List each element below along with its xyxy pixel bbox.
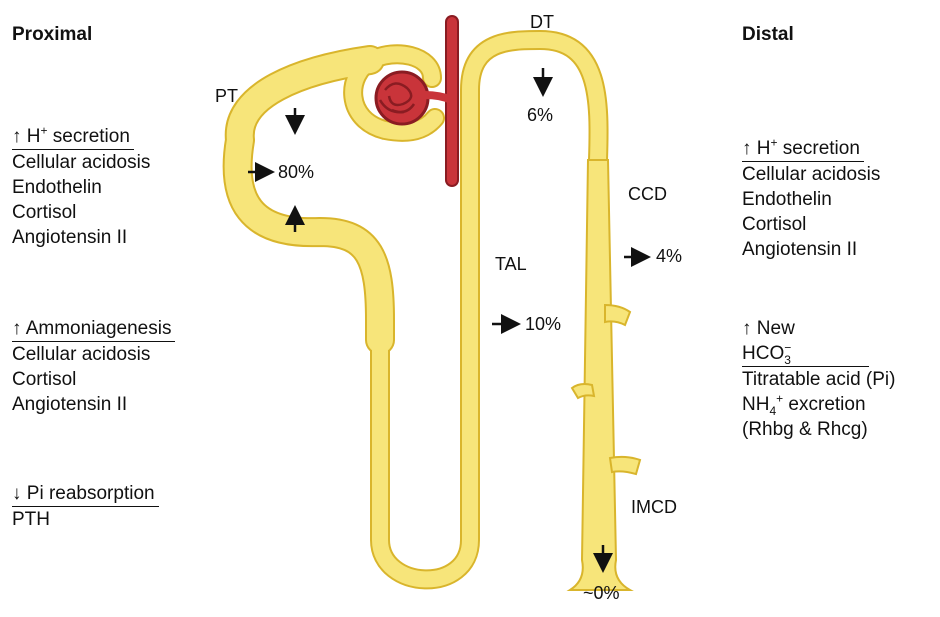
left-ammoniagenesis-block: ↑ Ammoniagenesis Cellular acidosis Corti… xyxy=(12,316,176,417)
left-pi-block: ↓ Pi reabsorption PTH xyxy=(12,481,159,532)
percent-pt: 80% xyxy=(278,162,315,182)
percent-dt: 6% xyxy=(527,105,554,125)
list-item: Angiotensin II xyxy=(12,394,128,415)
list-item: Angiotensin II xyxy=(12,227,128,248)
block-heading: ↑ Ammoniagenesis xyxy=(12,316,176,342)
segment-imcd: IMCD xyxy=(631,497,677,517)
right-bicarbonate-block: ↑ New HCO−3 Titratable acid (Pi) NH4+ ex… xyxy=(742,316,895,442)
distal-header: Distal xyxy=(742,24,794,45)
list-item: Endothelin xyxy=(12,177,102,198)
list-item: Angiotensin II xyxy=(742,239,858,260)
list-item: Cellular acidosis xyxy=(12,152,151,173)
duct-branch xyxy=(604,303,632,327)
glomerulus xyxy=(374,15,459,187)
tubule xyxy=(222,30,609,590)
left-h-secretion-block: ↑ H+ secretion Cellular acidosis Endothe… xyxy=(12,124,150,250)
duct-branch xyxy=(570,383,596,400)
segment-ccd: CCD xyxy=(628,184,667,204)
list-item: Cellular acidosis xyxy=(742,164,881,185)
block-heading: ↑ H+ secretion xyxy=(12,124,134,150)
block-heading: ↑ H+ secretion xyxy=(742,136,864,162)
percent-ccd: 4% xyxy=(656,246,683,266)
list-item: PTH xyxy=(12,509,50,530)
right-h-secretion-block: ↑ H+ secretion Cellular acidosis Endothe… xyxy=(742,136,880,262)
collecting-duct xyxy=(566,159,634,591)
list-item: NH4+ excretion xyxy=(742,391,866,418)
list-item: Cellular acidosis xyxy=(12,344,151,365)
segment-pt: PT xyxy=(215,86,239,106)
list-item: Titratable acid (Pi) xyxy=(742,369,896,390)
list-item: Endothelin xyxy=(742,189,832,210)
percent-imcd: ~0% xyxy=(583,583,620,603)
list-item: Cortisol xyxy=(12,202,77,223)
percent-tal: 10% xyxy=(525,314,562,334)
block-heading: ↑ New HCO−3 xyxy=(742,316,869,367)
duct-branch xyxy=(608,455,642,476)
list-item: Cortisol xyxy=(12,369,77,390)
list-item: (Rhbg & Rhcg) xyxy=(742,419,868,440)
segment-tal: TAL xyxy=(495,254,527,274)
block-heading: ↓ Pi reabsorption xyxy=(12,481,159,507)
proximal-header: Proximal xyxy=(12,24,93,45)
list-item: Cortisol xyxy=(742,214,807,235)
segment-dt: DT xyxy=(530,12,554,32)
